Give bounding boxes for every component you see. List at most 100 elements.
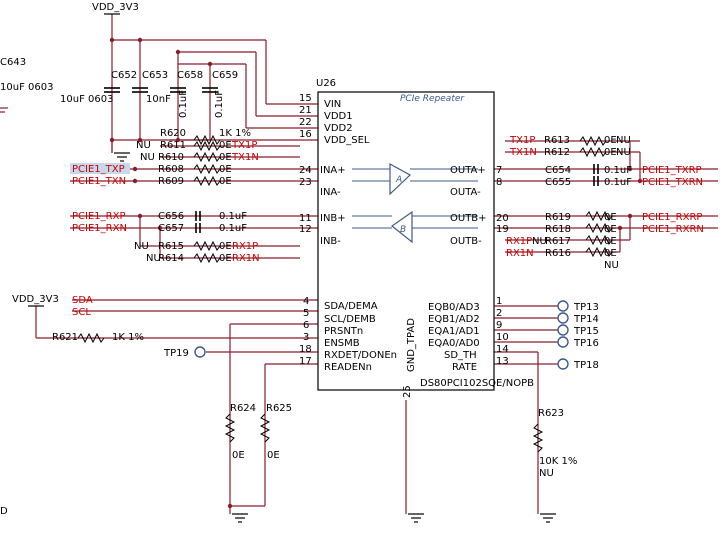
- pin-name: OUTA-: [450, 187, 481, 198]
- cap-ref: C653: [142, 70, 168, 81]
- test-point-label: TP16: [573, 338, 599, 349]
- resistor-value: 0E: [604, 147, 617, 158]
- pin-name: INA-: [320, 187, 341, 198]
- test-point-label: TP18: [573, 360, 599, 371]
- resistor-ref: R618: [545, 224, 571, 235]
- pin-number: 21: [299, 105, 312, 116]
- decoupling-caps: [104, 87, 218, 93]
- resistor-ref: R610: [158, 152, 184, 163]
- cap-value: 10nF: [146, 94, 171, 105]
- nu-flag: NU: [539, 468, 554, 479]
- resistor-value: 0E: [604, 212, 617, 223]
- net-label-tx1p: TX1P: [509, 135, 535, 146]
- pin-number: 14: [496, 344, 509, 355]
- pin-number: 10: [496, 332, 509, 343]
- chip-title: PCIe Repeater: [400, 94, 465, 104]
- resistor-value: 0E: [604, 224, 617, 235]
- net-label-pcie1-txp: PCIE1_TXP: [72, 164, 125, 175]
- pin-number: 11: [299, 213, 312, 224]
- pin-name: EQB0/AD3: [428, 302, 480, 313]
- left-pin-list: 15 VIN 21 VDD1 22 VDD2 16 VDD_SEL 24 INA…: [299, 93, 397, 373]
- resistor-ref: R612: [544, 147, 570, 158]
- resistor-ref: R616: [545, 248, 571, 259]
- ground-symbol: [231, 513, 249, 523]
- ground-symbol: [539, 513, 557, 523]
- net-label-rx1n: RX1N: [232, 253, 260, 264]
- cap-value: 0.1uF: [214, 90, 225, 118]
- pin-name: SDA/DEMA: [324, 301, 378, 312]
- pin-name: EQA1/AD1: [428, 326, 480, 337]
- pin-number: 20: [496, 213, 509, 224]
- nu-flag: NU: [532, 236, 547, 247]
- net-label-rx1n: RX1N: [506, 248, 534, 259]
- vdd-left-label: VDD_3V3: [12, 294, 59, 305]
- chip-gnd-pad: GND_TPAD: [406, 318, 417, 372]
- resistor-zigzags: [77, 134, 613, 453]
- resistor-ref: R620: [160, 128, 186, 139]
- resistor-value: 0E: [219, 241, 232, 252]
- buffer-a-triangle: [389, 162, 412, 196]
- nu-flag: NU: [616, 135, 631, 146]
- cap-ref: C657: [158, 223, 184, 234]
- pin-number: 12: [299, 224, 312, 235]
- net-label-pcie1-rxn: PCIE1_RXN: [72, 223, 127, 234]
- resistor-value: 0E: [219, 253, 232, 264]
- pin-number: 19: [496, 224, 509, 235]
- nu-flag: NU: [136, 140, 151, 151]
- test-point-label: TP15: [573, 326, 599, 337]
- vdd-top-symbol: VDD_3V3: [92, 2, 139, 15]
- cap-ref: C654: [545, 165, 571, 176]
- pin-number: 22: [299, 117, 312, 128]
- pin-name: INB-: [320, 236, 341, 247]
- cap-value: 0.1uF: [219, 223, 247, 234]
- pin-name: RXDET/DONEn: [324, 350, 397, 361]
- net-label-pcie1-rxp: PCIE1_RXP: [72, 211, 125, 222]
- cap-value: 10uF 0603: [60, 94, 113, 105]
- resistor-value: 0E: [219, 164, 232, 175]
- buffer-b-triangle: [390, 210, 413, 244]
- nu-flag: NU: [604, 260, 619, 271]
- nu-flag: NU: [134, 241, 149, 252]
- pin-number: 4: [303, 296, 309, 307]
- cap-ref: C655: [545, 177, 571, 188]
- chip-u26: U26 PCIe Repeater DS80PCI102SQE/NOPB GND…: [316, 78, 534, 398]
- pin-number: 25: [402, 385, 413, 398]
- test-point-label: TP14: [573, 314, 599, 325]
- pin-name: INA+: [320, 165, 346, 176]
- net-label-pcie1-rxrp: PCIE1_RXRP: [642, 212, 702, 223]
- resistor-ref: R608: [158, 164, 184, 175]
- buffer-a-label: A: [395, 175, 402, 185]
- net-label-tx1n: TX1N: [509, 147, 537, 158]
- ground-symbol: [113, 152, 131, 162]
- nu-flag: NU: [146, 253, 161, 264]
- pin-number: 2: [496, 308, 502, 319]
- net-label-pcie1-txrn: PCIE1_TXRN: [642, 177, 703, 188]
- pin-name: EQA0/AD0: [428, 338, 480, 349]
- cap-ref: C659: [212, 70, 238, 81]
- vdd-left-symbol: VDD_3V3: [12, 294, 59, 307]
- resistor-ref: R617: [545, 236, 571, 247]
- selection-highlight: [70, 163, 130, 174]
- sheet-edge-label: D: [0, 506, 8, 517]
- pin-number: 7: [496, 165, 502, 176]
- resistor-ref: R621: [52, 332, 78, 343]
- wires: [35, 14, 718, 514]
- resistor-ref: R619: [545, 212, 571, 223]
- junctions: [109, 37, 643, 509]
- resistor-value: 1K 1%: [219, 128, 251, 139]
- resistor-ref: R613: [544, 135, 570, 146]
- pin-name: OUTB+: [450, 213, 487, 224]
- cap-value: 0.1uF: [604, 165, 632, 176]
- cap-value: 0.1uF: [178, 90, 189, 118]
- right-pin-list: 7 OUTA+ 8 OUTA- 20 OUTB+ 19 OUTB- 1 EQB0…: [428, 165, 509, 373]
- resistor-ref: R615: [158, 241, 184, 252]
- pin-number: 13: [496, 356, 509, 367]
- pin-number: 15: [299, 93, 312, 104]
- pin-number: 24: [299, 165, 312, 176]
- pin-name: SCL/DEMB: [324, 314, 376, 325]
- net-label-pcie1-txrp: PCIE1_TXRP: [642, 165, 702, 176]
- vdd-top-label: VDD_3V3: [92, 2, 139, 13]
- cap-ref: C658: [177, 70, 203, 81]
- resistor-value: 10K 1%: [539, 456, 577, 467]
